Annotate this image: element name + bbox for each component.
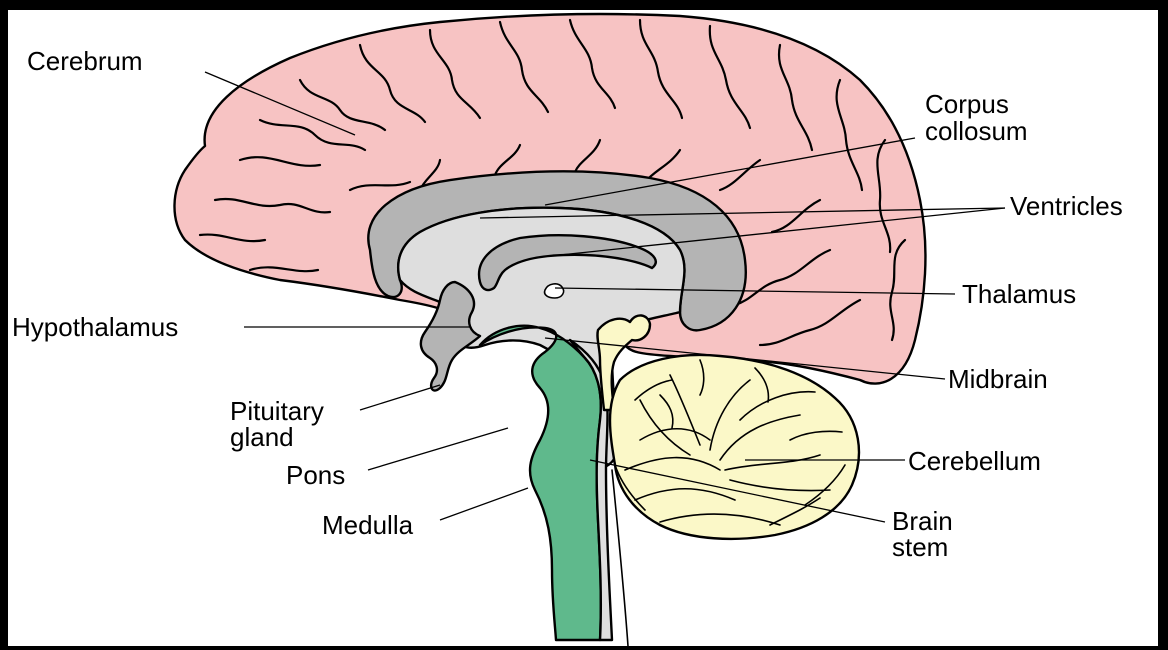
- label-corpus-line1: Corpus: [925, 89, 1009, 119]
- label-thalamus: Thalamus: [962, 279, 1076, 309]
- brain-sagittal-diagram: Cerebrum Corpus collosum Ventricles Thal…: [8, 10, 1158, 646]
- pons-leader: [368, 428, 508, 470]
- label-midbrain: Midbrain: [948, 364, 1048, 394]
- label-pons: Pons: [286, 460, 345, 490]
- label-cerebrum: Cerebrum: [27, 46, 143, 76]
- pituitary-leader: [360, 385, 440, 410]
- label-hypothalamus: Hypothalamus: [12, 312, 178, 342]
- label-brainstem-line2: stem: [892, 532, 948, 562]
- label-cerebellum: Cerebellum: [908, 446, 1041, 476]
- label-pituitary-line2: gland: [230, 422, 294, 452]
- thalamus-blob: [545, 284, 564, 298]
- brainstem-shape: [480, 326, 601, 640]
- diagram-panel: Cerebrum Corpus collosum Ventricles Thal…: [8, 10, 1158, 646]
- label-ventricles: Ventricles: [1010, 191, 1123, 221]
- label-medulla: Medulla: [322, 510, 414, 540]
- cerebellum-shape: [610, 355, 859, 539]
- label-corpus-line2: collosum: [925, 116, 1028, 146]
- medulla-leader: [440, 488, 528, 520]
